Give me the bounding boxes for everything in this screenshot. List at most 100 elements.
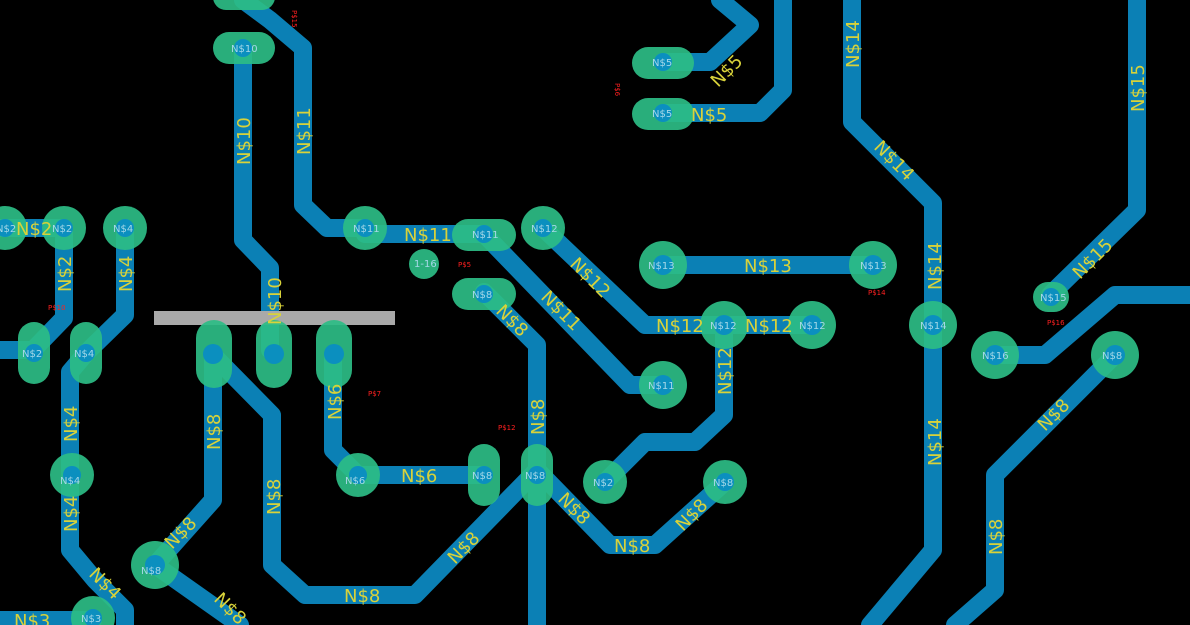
- drill-hole: [1042, 288, 1060, 306]
- pad-name: N$8: [525, 471, 545, 482]
- net-label: N$14: [925, 242, 946, 290]
- drill-hole: [264, 344, 284, 364]
- ref-label: P$14: [868, 289, 886, 297]
- pad-1-16[interactable]: [409, 249, 439, 279]
- drill-hole: [63, 466, 81, 484]
- net-label: N$14: [843, 20, 864, 68]
- ref-label: P$12: [498, 424, 516, 432]
- trace-n5-b[interactable]: [654, 0, 792, 122]
- drill-hole: [923, 315, 943, 335]
- drill-hole: [596, 473, 614, 491]
- pad-name: N$8: [1102, 351, 1122, 362]
- drill-hole: [475, 466, 493, 484]
- pad-name: N$8: [472, 471, 492, 482]
- drill-hole: [653, 375, 673, 395]
- net-label: N$11: [294, 107, 315, 155]
- net-label: N$8: [986, 519, 1007, 555]
- trace-n11-top[interactable]: [234, 0, 374, 237]
- trace-n8-loop[interactable]: [146, 346, 222, 574]
- trace-n10[interactable]: [234, 39, 279, 359]
- drill-hole: [84, 609, 102, 625]
- net-label: N$2: [55, 256, 76, 292]
- drill-hole: [534, 219, 552, 237]
- drill-hole: [349, 466, 367, 484]
- drill-hole: [716, 473, 734, 491]
- net-label: N$10: [265, 277, 286, 325]
- net-label: N$6: [325, 384, 346, 420]
- pad-name: N$13: [648, 261, 675, 272]
- pad-name: N$12: [531, 224, 558, 235]
- pad-name: N$14: [920, 321, 947, 332]
- pad-name: N$11: [353, 224, 380, 235]
- pad-name: N$12: [710, 321, 737, 332]
- net-label: N$4: [116, 256, 137, 292]
- pad-name: N$5: [652, 109, 672, 120]
- drill-hole: [203, 344, 223, 364]
- drill-hole: [324, 344, 344, 364]
- pad-name: 1-16: [414, 259, 437, 270]
- trace-n16[interactable]: [986, 286, 1190, 364]
- net-label: N$5: [691, 105, 727, 126]
- pad-name: N$15: [1040, 293, 1067, 304]
- pad-name: N$11: [472, 230, 499, 241]
- pad-name: N$16: [982, 351, 1009, 362]
- drill-hole: [25, 344, 43, 362]
- trace-n12-v[interactable]: [596, 316, 733, 491]
- pad-name: N$13: [860, 261, 887, 272]
- ref-label: P$6: [613, 83, 621, 97]
- ref-label: P$10: [48, 304, 66, 312]
- trace-n15[interactable]: [1041, 0, 1146, 304]
- drill-hole: [985, 345, 1005, 365]
- pad-name: N$8: [472, 290, 492, 301]
- net-label: N$8: [344, 586, 380, 607]
- pad-name: N$2: [593, 478, 613, 489]
- pad-n10-top0[interactable]: [213, 0, 275, 10]
- pad-name: N$6: [345, 476, 365, 487]
- drill-hole: [475, 225, 493, 243]
- trace-n8-c[interactable]: [528, 461, 734, 554]
- ref-label-layer: P$15 P$6 P$5 P$14 P$10 P$16 P$12 P$7: [48, 10, 1065, 432]
- net-label: N$10: [234, 117, 255, 165]
- trace-n14[interactable]: [843, 0, 942, 625]
- net-label: N$8: [614, 536, 650, 557]
- trace-n8-right[interactable]: [946, 346, 1124, 625]
- pad-name: N$12: [799, 321, 826, 332]
- net-label: N$15: [1128, 64, 1149, 112]
- drill-hole: [654, 53, 672, 71]
- drill-hole: [116, 219, 134, 237]
- drill-hole: [714, 315, 734, 335]
- net-label: N$3: [14, 611, 50, 625]
- trace-n12-diag[interactable]: [534, 219, 821, 334]
- net-label: N$6: [401, 466, 437, 487]
- drill-hole: [802, 315, 822, 335]
- net-label: N$12: [715, 347, 736, 395]
- net-label: N$12: [745, 316, 793, 337]
- pad-name: N$8: [141, 566, 161, 577]
- pad-name: N$11: [648, 381, 675, 392]
- drill-hole: [653, 255, 673, 275]
- pad-name: N$2: [22, 349, 42, 360]
- drill-hole: [234, 39, 252, 57]
- ref-label: P$15: [290, 10, 298, 28]
- pad-name: N$2: [0, 224, 16, 235]
- pad-name: N$2: [52, 224, 72, 235]
- drill-hole: [0, 219, 14, 237]
- drill-hole: [863, 255, 883, 275]
- net-label: N$14: [925, 418, 946, 466]
- pad-name: N$4: [74, 349, 94, 360]
- pad-name: N$10: [231, 44, 258, 55]
- drill-hole: [145, 555, 165, 575]
- pad-name: N$5: [652, 58, 672, 69]
- drill-layer: [0, 39, 1125, 625]
- trace-n8-b[interactable]: [204, 346, 546, 604]
- drill-hole: [475, 285, 493, 303]
- pad-name: N$3: [81, 614, 101, 625]
- ref-label: P$5: [458, 261, 471, 269]
- drill-hole: [55, 219, 73, 237]
- net-label: N$2: [16, 219, 52, 240]
- net-label: N$8: [528, 399, 549, 435]
- ref-label: P$16: [1047, 319, 1065, 327]
- net-label: N$11: [404, 225, 452, 246]
- pad-name: N$4: [60, 476, 80, 487]
